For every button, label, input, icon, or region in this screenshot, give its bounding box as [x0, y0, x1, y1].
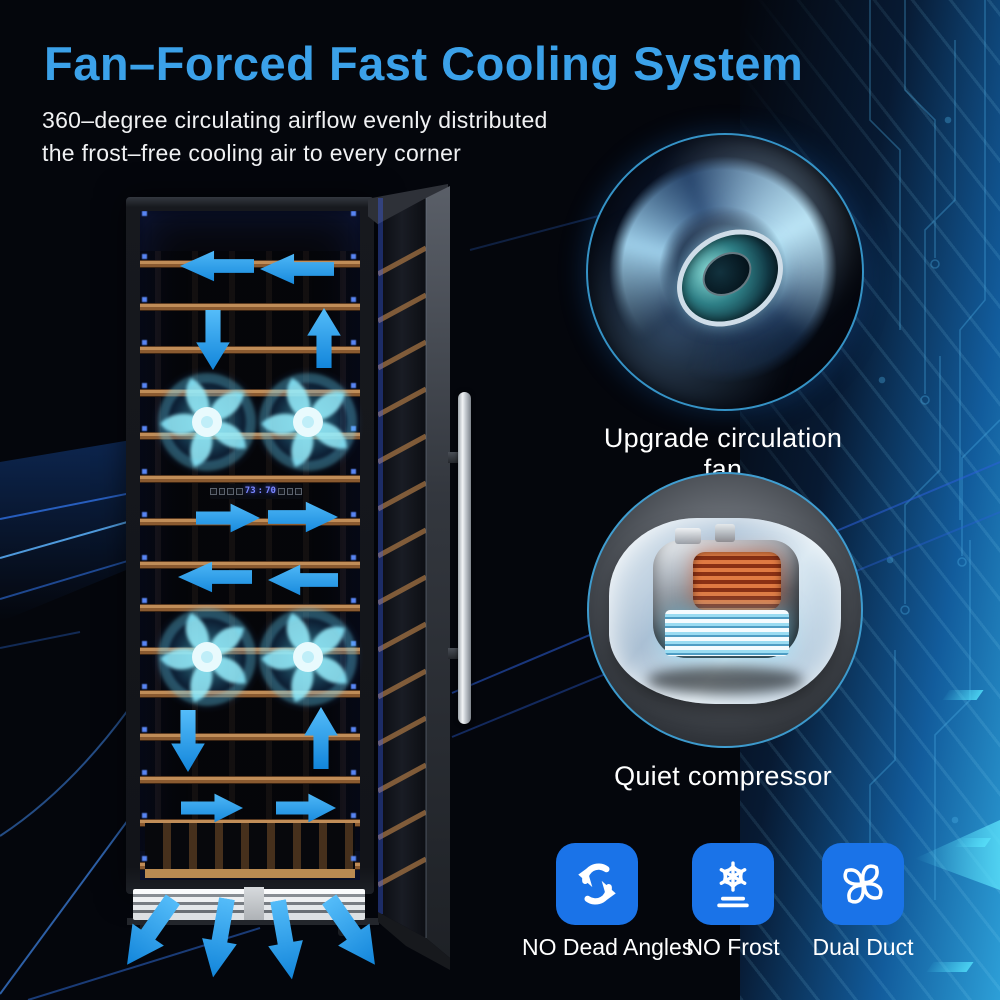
temp-display-separator: : [257, 486, 264, 496]
feature-label: Dual Duct [812, 934, 914, 960]
feature-icon-box [556, 843, 638, 925]
compressor-fitting [675, 528, 701, 544]
feature-label: NO Dead Angles [522, 934, 694, 960]
door-handle [458, 392, 471, 724]
panel-button [227, 488, 235, 495]
feature-no-frost: NO Frost [658, 843, 808, 961]
temp-display-left: 73 [244, 486, 256, 496]
cooling-fan-top-left [151, 366, 263, 478]
panel-button [286, 488, 294, 495]
panel-button [209, 488, 217, 495]
bottom-bottle-shelf [145, 823, 355, 878]
cooling-fan-top-right [252, 366, 364, 478]
inset-label-compressor: Quiet compressor [614, 761, 832, 791]
led-strip-right [351, 211, 356, 880]
feature-no-dead-angles: NO Dead Angles [522, 843, 694, 961]
subtitle-line-2: the frost–free cooling air to every corn… [42, 140, 462, 166]
cyan-accent-shape [942, 690, 984, 700]
compressor-shadow [647, 666, 803, 694]
feature-icon-box [822, 843, 904, 925]
page-title: Fan–Forced Fast Cooling System [44, 37, 804, 90]
led-strip-left [142, 211, 147, 880]
base-bar [127, 918, 379, 925]
inset-compressor-photo [587, 472, 863, 748]
cyan-accent-shape [926, 962, 974, 972]
feature-icon-box [692, 843, 774, 925]
panel-button [295, 488, 303, 495]
handle-bracket [448, 452, 459, 463]
panel-button [218, 488, 226, 495]
temp-display-right: 70 [265, 486, 276, 496]
cycle-arrows-icon [578, 863, 616, 905]
subtitle-line-1: 360–degree circulating airflow evenly di… [42, 107, 548, 133]
snowflake-defrost-icon [717, 861, 749, 908]
cooling-fan-bottom-right [252, 601, 364, 713]
vent-grille-divider [244, 887, 264, 920]
compressor-cooling-fins [665, 610, 789, 656]
panel-button [277, 488, 285, 495]
compressor-copper-coil [693, 552, 781, 610]
temperature-control-panel: 73 : 70 [209, 484, 303, 499]
cooler-interior [140, 211, 360, 880]
fan-blades-icon [843, 864, 883, 904]
panel-button [236, 488, 243, 495]
feature-dual-duct: Dual Duct [788, 843, 938, 961]
cooling-fan-bottom-left [151, 601, 263, 713]
feature-label: NO Frost [686, 934, 780, 960]
compressor-fitting [715, 524, 735, 542]
wooden-shelves [140, 211, 360, 880]
inset-circulation-fan-photo [586, 133, 864, 411]
glass-door [368, 184, 450, 970]
handle-bracket [448, 648, 459, 659]
